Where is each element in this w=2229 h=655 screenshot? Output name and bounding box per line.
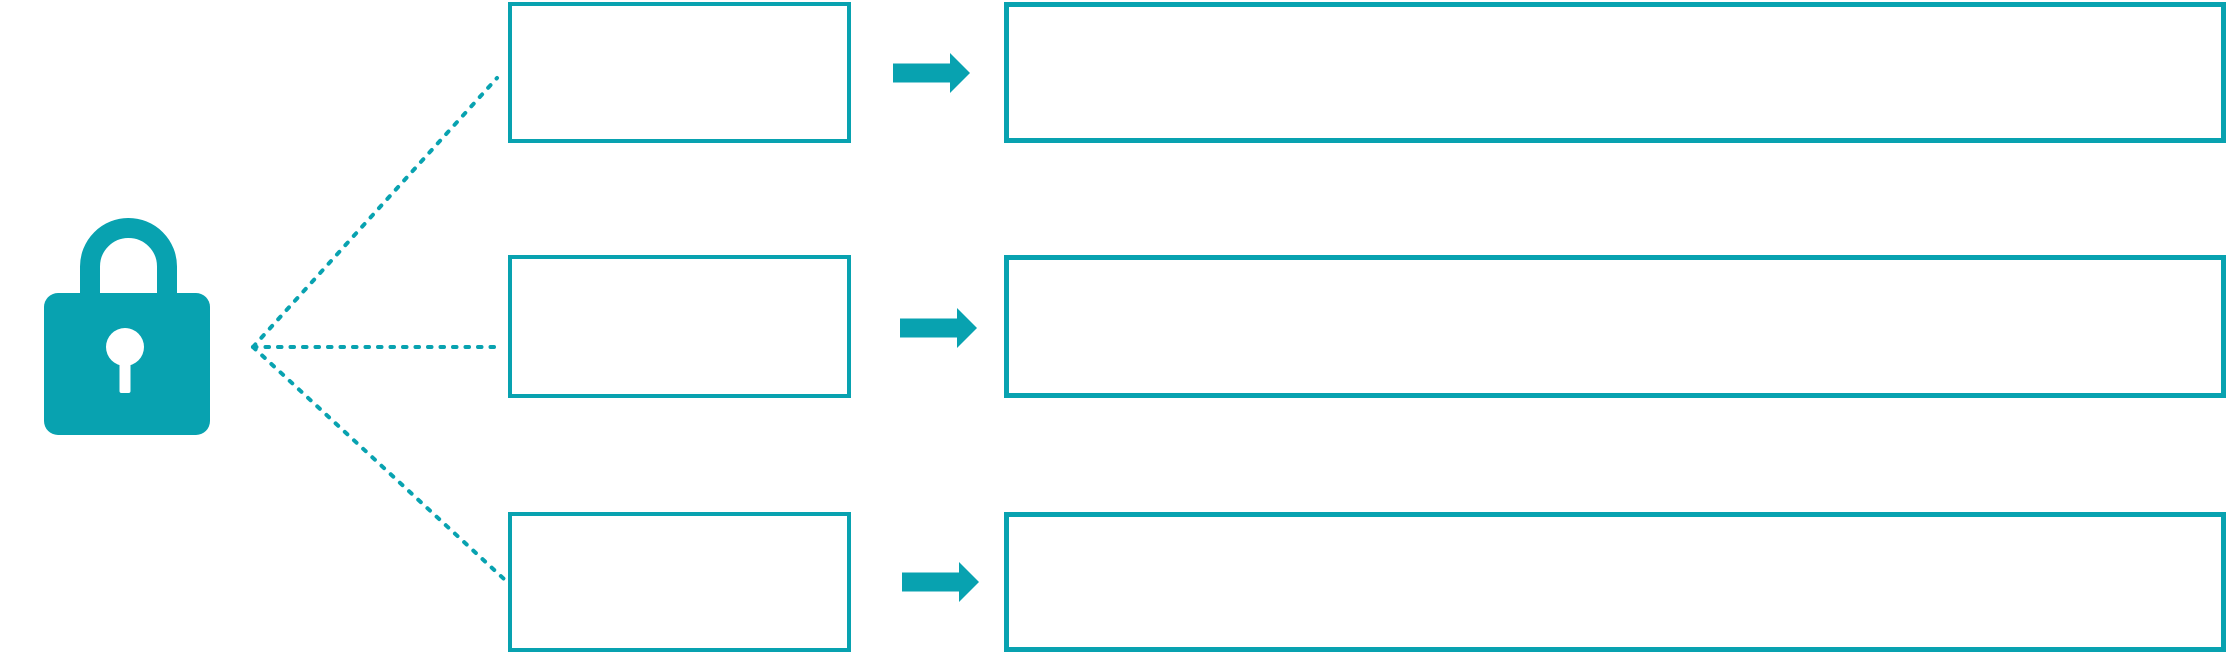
keyhole-stem <box>119 347 131 393</box>
connector-line-bottom <box>251 345 506 581</box>
target-panel-1 <box>1004 2 2226 143</box>
source-box-2 <box>508 255 851 398</box>
connector-line-top <box>251 76 499 349</box>
arrow-right-icon <box>902 562 979 602</box>
lock-shackle <box>80 218 177 305</box>
source-box-1 <box>508 2 851 143</box>
arrow-right-icon <box>893 53 970 93</box>
lock-icon <box>44 218 210 435</box>
source-box-3 <box>508 512 851 652</box>
target-panel-3 <box>1004 512 2226 652</box>
arrow-right-icon <box>900 308 977 348</box>
target-panel-2 <box>1004 255 2226 398</box>
